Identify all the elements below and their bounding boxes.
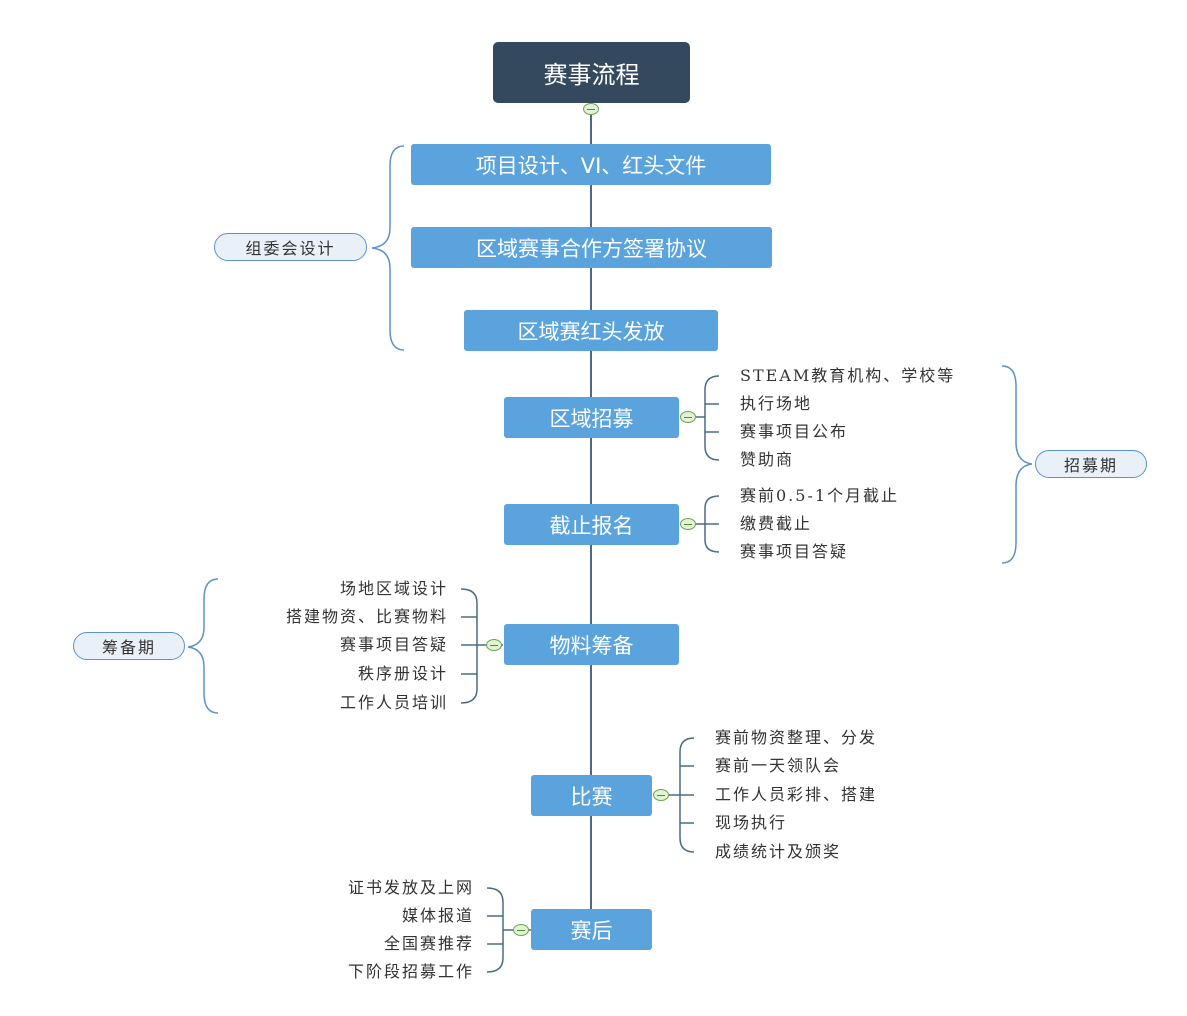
detail-after-3: 全国赛推荐 (383, 934, 474, 953)
step-materials: 物料筹备 (504, 624, 679, 665)
curly-brace-committee (371, 145, 405, 351)
step-partner-agreement: 区域赛事合作方签署协议 (411, 227, 772, 268)
group-committee-label: 组委会设计 (214, 233, 367, 261)
detail-materials-4: 秩序册设计 (357, 664, 448, 683)
detail-after-4: 下阶段招募工作 (347, 962, 474, 981)
detail-match-1: 赛前物资整理、分发 (715, 728, 878, 747)
step-regional-issue: 区域赛红头发放 (464, 310, 718, 351)
group-prep-period-label: 筹备期 (73, 632, 185, 660)
detail-deadline-3: 赛事项目答疑 (740, 542, 849, 561)
curly-brace-recruit-period (1001, 365, 1033, 564)
step-match: 比赛 (531, 775, 652, 816)
detail-match-2: 赛前一天领队会 (715, 756, 842, 775)
detail-materials-5: 工作人员培训 (339, 693, 448, 712)
step-deadline: 截止报名 (504, 504, 679, 545)
detail-recruit-4: 赞助商 (740, 450, 795, 469)
detail-after-1: 证书发放及上网 (347, 878, 474, 897)
detail-match-4: 现场执行 (715, 813, 788, 832)
bracket-after (486, 887, 504, 973)
detail-materials-2: 搭建物资、比赛物料 (285, 607, 448, 626)
bracket-recruit (704, 375, 720, 461)
step-after: 赛后 (531, 909, 652, 950)
collapse-toggle-match[interactable] (653, 789, 669, 801)
detail-deadline-1: 赛前0.5-1个月截止 (740, 486, 900, 505)
collapse-toggle-materials[interactable] (486, 639, 502, 651)
detail-materials-3: 赛事项目答疑 (339, 635, 448, 654)
detail-recruit-2: 执行场地 (740, 394, 813, 413)
collapse-toggle-deadline[interactable] (680, 518, 696, 530)
detail-after-2: 媒体报道 (401, 906, 474, 925)
step-project-design: 项目设计、VI、红头文件 (411, 144, 771, 185)
bracket-materials (460, 588, 478, 704)
detail-deadline-2: 缴费截止 (740, 514, 813, 533)
collapse-toggle-root[interactable] (583, 103, 599, 115)
detail-match-5: 成绩统计及颁奖 (715, 842, 842, 861)
group-recruit-period-label: 招募期 (1035, 450, 1147, 478)
root-node: 赛事流程 (493, 42, 690, 103)
detail-recruit-3: 赛事项目公布 (740, 422, 849, 441)
step-recruit: 区域招募 (504, 397, 679, 438)
collapse-toggle-after[interactable] (513, 924, 529, 936)
detail-recruit-1: STEAM教育机构、学校等 (740, 366, 956, 385)
curly-brace-prep-period (187, 578, 219, 714)
detail-match-3: 工作人员彩排、搭建 (715, 785, 878, 804)
detail-materials-1: 场地区域设计 (339, 579, 448, 598)
collapse-toggle-recruit[interactable] (680, 411, 696, 423)
